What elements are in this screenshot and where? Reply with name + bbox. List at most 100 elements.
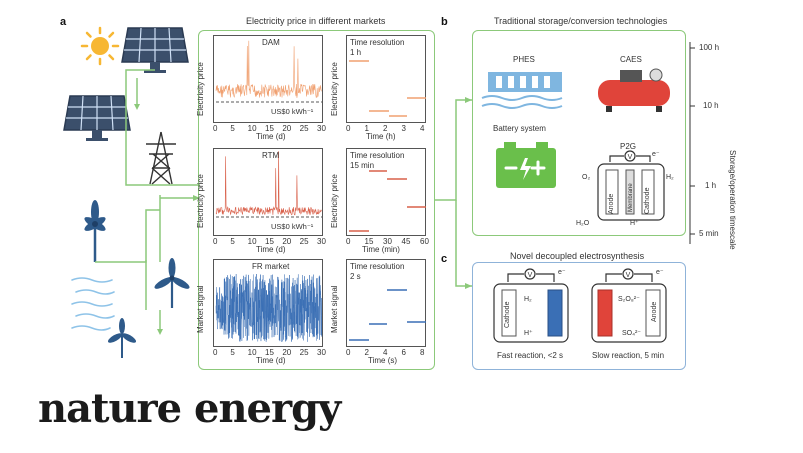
fast-e-label: e⁻ xyxy=(558,269,566,276)
x-tick-label: 0 xyxy=(213,348,218,357)
x-tick-label: 4 xyxy=(383,348,388,357)
x-tick-label: 30 xyxy=(317,348,326,357)
compressor-icon xyxy=(598,68,670,112)
p2g-o2-label: O₂ xyxy=(582,174,591,181)
p2g-h2o-label: H₂O xyxy=(576,220,590,227)
sun-icon xyxy=(80,26,120,66)
x-tick-label: 30 xyxy=(317,124,326,133)
timescale-tick-100h: 100 h xyxy=(699,43,720,52)
x-tick-label: 6 xyxy=(401,348,406,357)
dam-zero-label: US$0 kWh⁻¹ xyxy=(271,107,314,116)
x-tick-label: 20 xyxy=(282,237,292,246)
svg-text:V: V xyxy=(626,272,631,279)
x-tick-label: 3 xyxy=(401,124,406,133)
x-tick-label: 0 xyxy=(346,348,351,357)
x-tick-label: 60 xyxy=(420,237,429,246)
x-tick-label: 5 xyxy=(230,237,235,246)
dam-res-xlabel: Time (h) xyxy=(366,132,396,141)
x-tick-label: 10 xyxy=(247,348,257,357)
p2g-e-label: e⁻ xyxy=(652,151,660,158)
timescale-label: Storage/operation timescale xyxy=(728,150,737,250)
x-tick-label: 4 xyxy=(420,124,425,133)
electrolyser-diagram: V xyxy=(597,150,665,221)
timescale-tick-10h: 10 h xyxy=(703,101,719,110)
x-tick-label: 15 xyxy=(265,348,274,357)
fr-signal-plot: FR market xyxy=(213,259,323,347)
timescale-tick-1h: 1 h xyxy=(705,181,717,190)
x-tick-label: 15 xyxy=(265,237,274,246)
rtm-res-xlabel: Time (min) xyxy=(362,245,400,254)
rtm-series xyxy=(215,151,322,218)
panel-b-label: b xyxy=(441,16,448,28)
x-tick-label: 15 xyxy=(364,237,374,246)
fast-caption: Fast reaction, <2 s xyxy=(497,351,564,360)
dam-price-plot: DAM US$0 kWh⁻¹ xyxy=(213,35,323,123)
dam-xlabel: Time (d) xyxy=(256,132,286,141)
fr-res-xlabel: Time (s) xyxy=(368,356,398,365)
panel-c-box xyxy=(472,262,686,370)
rtm-market-label: RTM xyxy=(262,151,280,160)
phes-label: PHES xyxy=(513,55,535,64)
slow-reaction-cell: V xyxy=(591,268,667,343)
p2g-hplus-label: H⁺ xyxy=(630,220,639,227)
x-tick-label: 20 xyxy=(282,348,292,357)
x-tick-label: 8 xyxy=(420,348,425,357)
rtm-res-title: Time resolution xyxy=(350,151,405,160)
x-tick-label: 25 xyxy=(299,124,309,133)
dam-res-steps xyxy=(349,60,426,117)
battery-icon xyxy=(496,142,556,188)
panel-a-title: Electricity price in different markets xyxy=(246,16,386,26)
fr-resolution-plot: Time resolution 2 s xyxy=(346,259,426,347)
fr-xlabel: Time (d) xyxy=(256,356,286,365)
wind-turbine-icon xyxy=(84,200,106,262)
panel-a-label: a xyxy=(60,16,67,28)
dam-res-title: Time resolution xyxy=(350,38,405,47)
slow-s2o8-label: S₂O₈²⁻ xyxy=(618,296,640,303)
wind-turbine-icon xyxy=(107,318,137,358)
wind-flow-icon xyxy=(71,277,115,331)
svg-text:V: V xyxy=(528,272,533,279)
p2g-label: P2G xyxy=(620,142,637,151)
panel-c-title: Novel decoupled electrosynthesis xyxy=(510,251,645,261)
slow-e-label: e⁻ xyxy=(656,269,664,276)
fr-res-value: 2 s xyxy=(350,272,361,281)
series-line xyxy=(215,40,322,99)
x-tick-label: 15 xyxy=(265,124,274,133)
solar-panel-icon xyxy=(63,95,131,141)
x-tick-label: 0 xyxy=(346,124,351,133)
dam-series xyxy=(215,40,322,103)
panel-a-markets-box xyxy=(198,30,435,370)
dam-hydro-icon xyxy=(481,72,563,109)
x-tick-label: 10 xyxy=(247,237,257,246)
timescale-tick-5min: 5 min xyxy=(699,229,719,238)
series-line xyxy=(215,273,323,342)
x-tick-label: 25 xyxy=(299,237,309,246)
x-tick-label: 30 xyxy=(383,237,392,246)
nature-energy-logo: nature energy xyxy=(38,385,341,432)
x-tick-label: 20 xyxy=(282,124,292,133)
x-tick-label: 0 xyxy=(213,237,218,246)
rtm-res-steps xyxy=(349,170,426,232)
slow-caption: Slow reaction, 5 min xyxy=(592,351,665,360)
p2g-h2-label: H₂ xyxy=(666,174,674,181)
fast-hplus-label: H⁺ xyxy=(524,330,533,337)
panel-b-title: Traditional storage/conversion technolog… xyxy=(494,16,668,26)
battery-label: Battery system xyxy=(493,124,546,133)
fr-market-label: FR market xyxy=(252,262,290,271)
wind-turbine-icon xyxy=(154,258,190,308)
x-tick-label: 30 xyxy=(317,237,326,246)
x-tick-label: 0 xyxy=(213,124,218,133)
x-tick-label: 2 xyxy=(383,124,388,133)
dam-resolution-plot: Time resolution 1 h xyxy=(346,35,426,123)
caes-label: CAES xyxy=(620,55,642,64)
fr-series xyxy=(215,273,323,342)
x-tick-label: 5 xyxy=(230,124,235,133)
rtm-zero-label: US$0 kWh⁻¹ xyxy=(271,222,314,231)
fast-reaction-cell: V xyxy=(493,268,569,343)
fr-res-steps xyxy=(349,289,426,341)
rtm-xlabel: Time (d) xyxy=(256,245,286,254)
x-tick-label: 2 xyxy=(364,348,369,357)
panel-b-box xyxy=(472,30,686,236)
